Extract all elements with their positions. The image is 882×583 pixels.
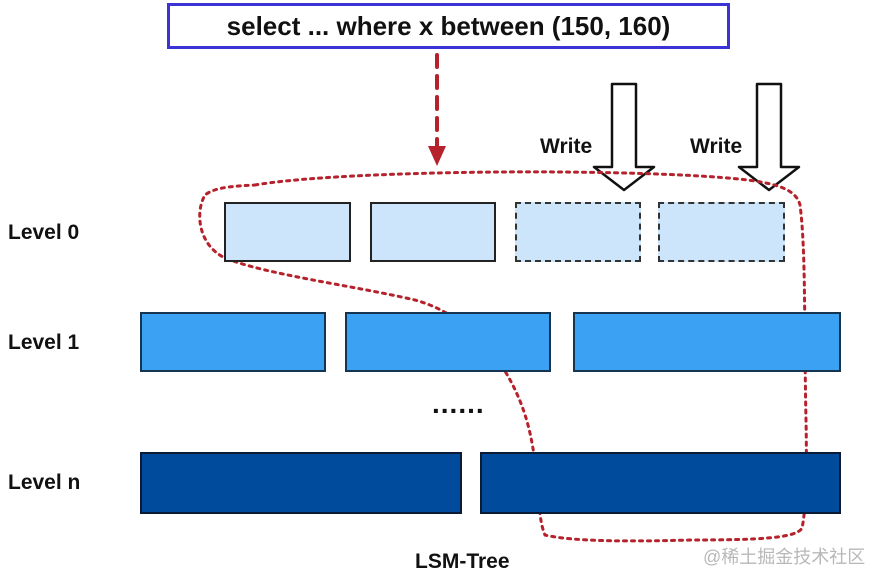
level-0-pending-block (658, 202, 785, 262)
level-0-block (370, 202, 496, 262)
query-text: select ... where x between (150, 160) (226, 10, 671, 41)
write-arrow-2 (737, 82, 801, 192)
more-levels-ellipsis: ...... (432, 388, 485, 419)
level-1-block (140, 312, 326, 372)
query-arrow-head (428, 146, 446, 166)
query-range-region (198, 170, 808, 543)
level-0-pending-block (515, 202, 641, 262)
level-0-block (224, 202, 351, 262)
level-1-label: Level 1 (8, 331, 80, 354)
level-n-block (140, 452, 462, 514)
level-0-label: Level 0 (8, 221, 80, 244)
write-label-2: Write (690, 135, 743, 158)
level-n-label: Level n (8, 471, 81, 494)
level-1-block (345, 312, 551, 372)
query-box: select ... where x between (150, 160) (167, 3, 730, 49)
write-arrow-1 (592, 82, 656, 192)
level-1-block (573, 312, 841, 372)
diagram-caption: LSM-Tree (415, 550, 510, 573)
write-label-1: Write (540, 135, 593, 158)
watermark: @稀土掘金技术社区 (703, 547, 866, 567)
level-n-block (480, 452, 841, 514)
